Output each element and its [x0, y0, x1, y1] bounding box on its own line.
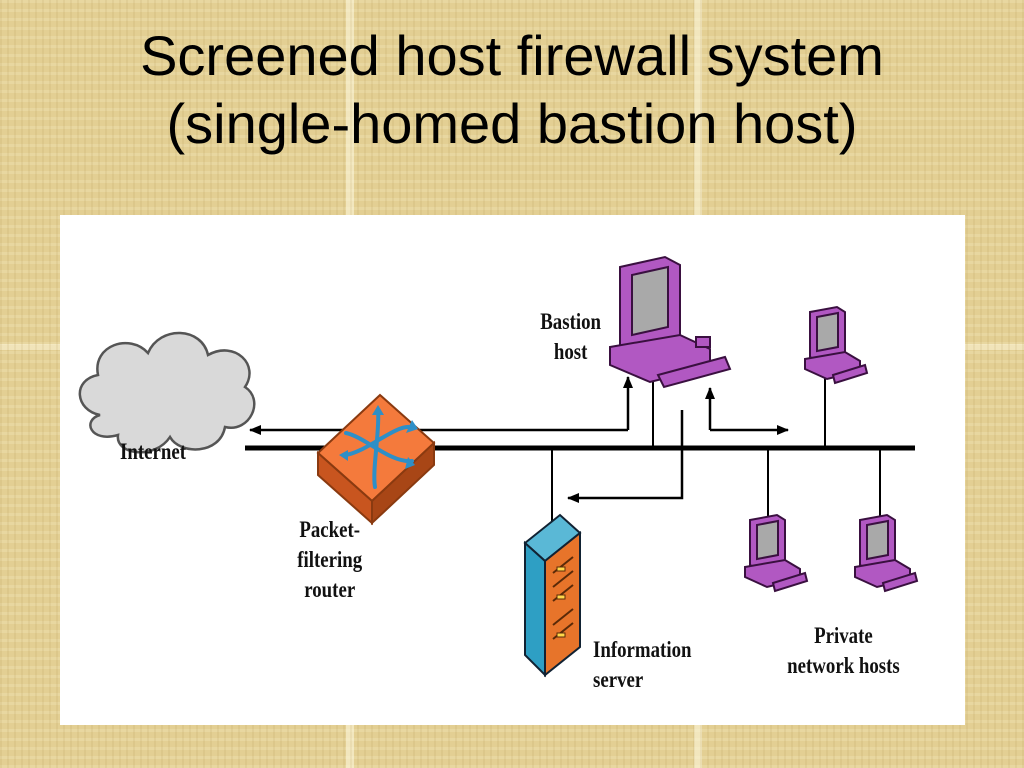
bastion-host-label: Bastion host	[540, 309, 602, 364]
private-host-2-icon	[854, 513, 919, 593]
private-network-hosts-label: Private network hosts	[787, 623, 900, 678]
title-line-1: Screened host firewall system	[140, 24, 884, 87]
private-host-1-icon	[744, 513, 809, 593]
router-label: Packet- filtering router	[297, 517, 363, 602]
network-diagram	[78, 255, 919, 678]
internet-label: Internet	[120, 439, 186, 464]
cloud-icon	[78, 331, 256, 454]
slide-title: Screened host firewall system (single-ho…	[0, 22, 1024, 158]
information-server-label: Information server	[593, 637, 692, 692]
private-host-top-icon	[804, 305, 869, 385]
host-links	[551, 365, 881, 525]
router-icon	[316, 393, 436, 526]
diagram-panel: Internet Packet- filtering router Bastio…	[60, 215, 965, 725]
bastion-host-icon	[609, 255, 732, 389]
server-tower-icon	[523, 513, 582, 678]
traffic-arrows	[249, 376, 789, 503]
title-line-2: (single-homed bastion host)	[166, 92, 858, 155]
arrow-to-info-server	[567, 410, 684, 503]
